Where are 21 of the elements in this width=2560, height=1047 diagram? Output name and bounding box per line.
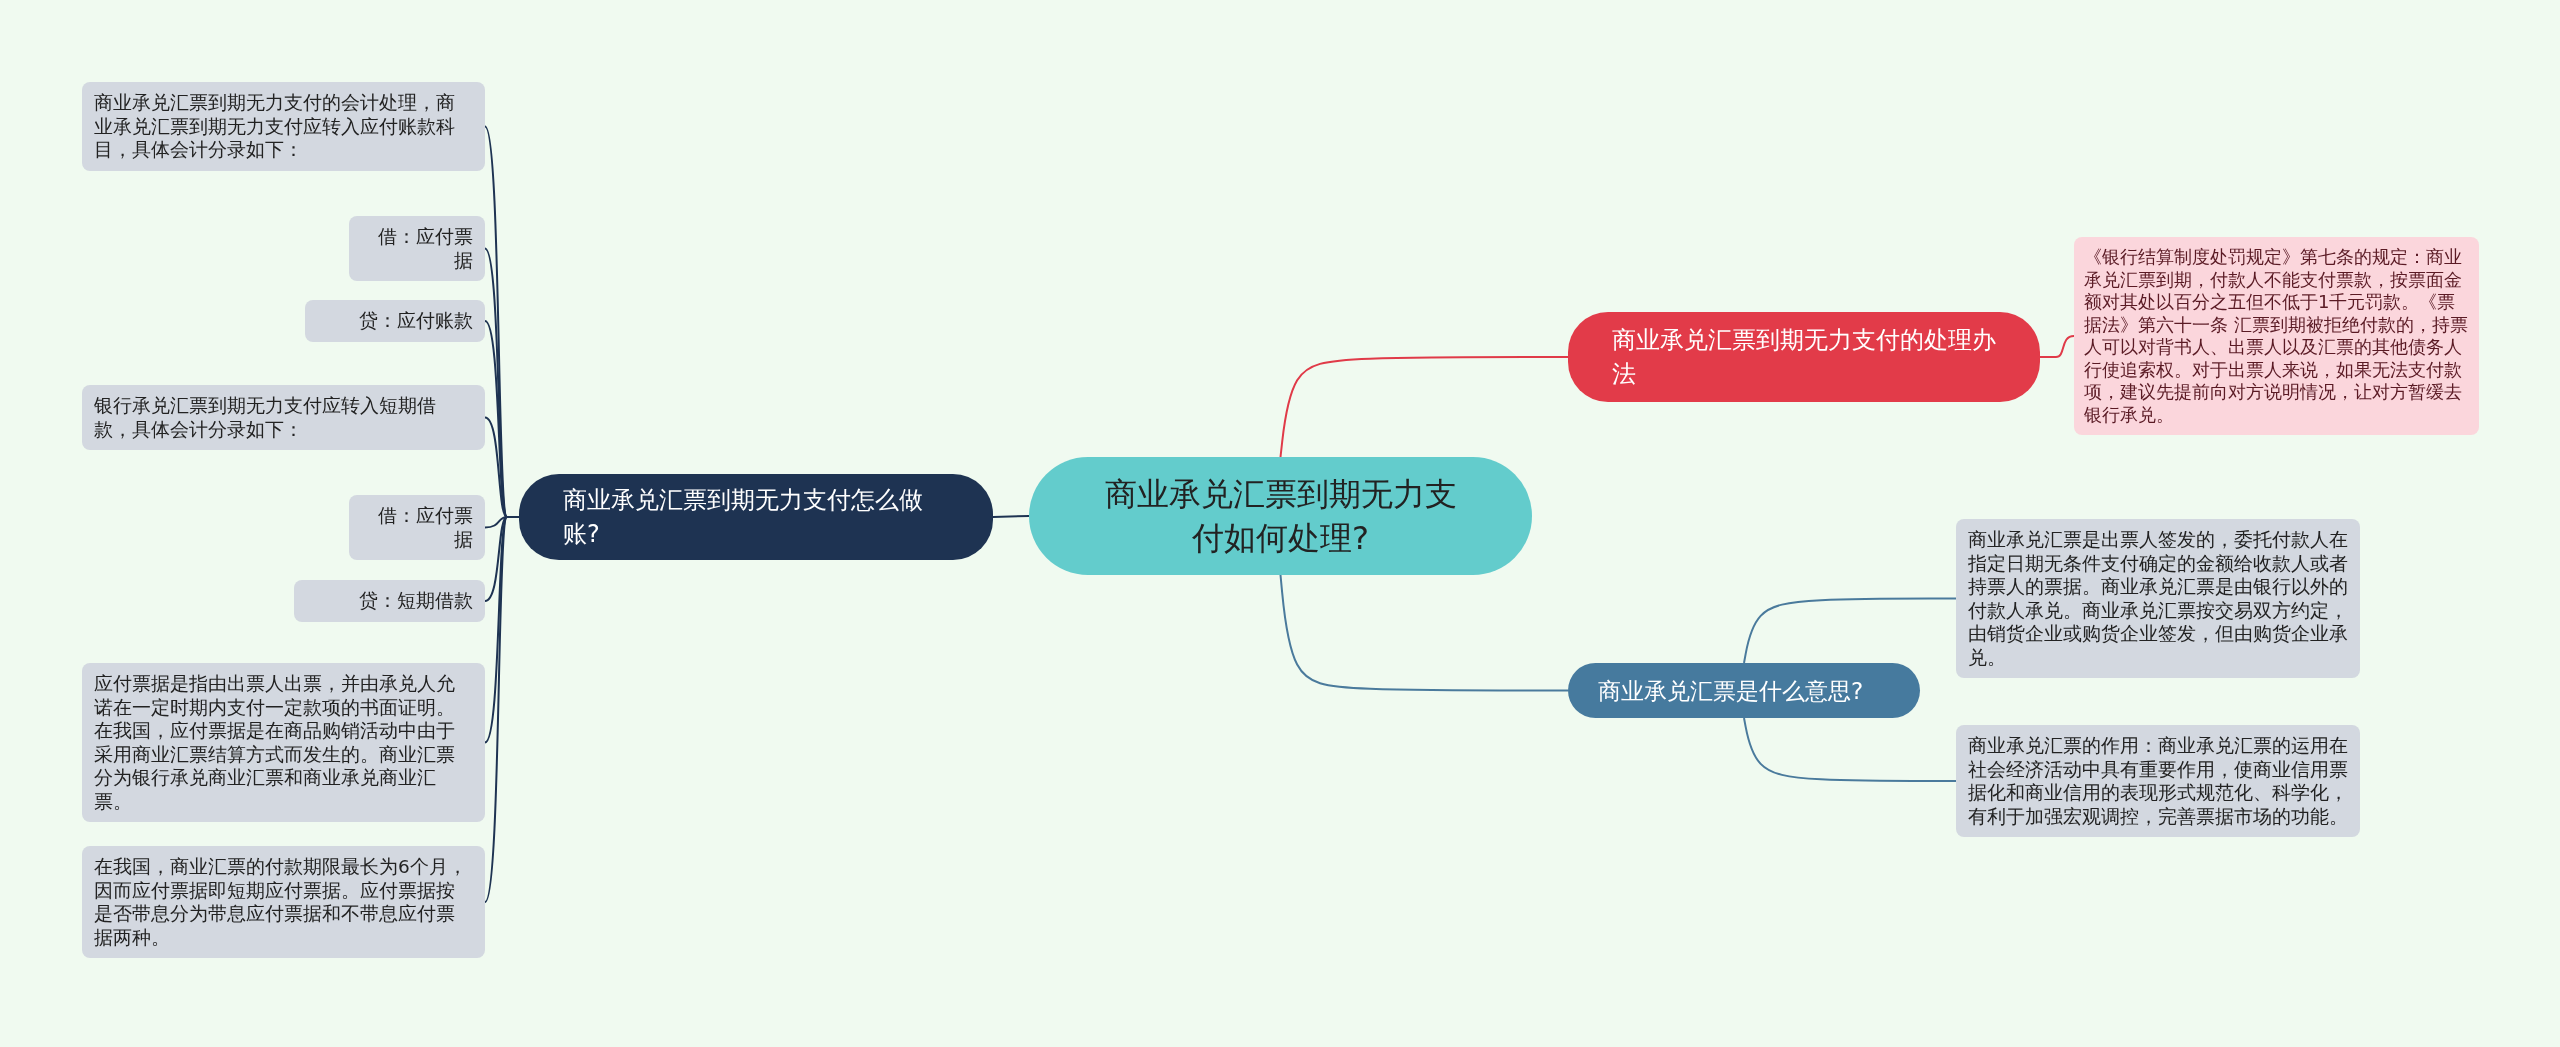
branch-topic: 商业承兑汇票到期无力支付的处理办法 xyxy=(1568,312,2040,402)
connector-line xyxy=(1743,717,1957,782)
note-card: 应付票据是指由出票人出票，并由承兑人允诺在一定时期内支付一定款项的书面证明。在我国，应付票据是在商品购销活动中由于采用商业汇票结算方式而发生的。商业汇票分为银行承兑商业汇票和商业承兑商业汇票。 xyxy=(82,663,485,822)
note-card: 在我国，商业汇票的付款期限最长为6个月，因而应付票据即短期应付票据。应付票据按是否带息分为带息应付票据和不带息应付票据两种。 xyxy=(82,846,485,958)
connector-line xyxy=(2039,335,2075,358)
note-card: 商业承兑汇票的作用：商业承兑汇票的运用在社会经济活动中具有重要作用，使商业信用票据化和商业信用的表现形式规范化、科学化，有利于加强宏观调控，完善票据市场的功能。 xyxy=(1956,725,2360,837)
note-card: 《银行结算制度处罚规定》第七条的规定：商业承兑汇票到期，付款人不能支付票款，按票面金额对其处以百分之五但不低于1千元罚款。《票据法》第六十一条 汇票到期被拒绝付款的，持票人可以对背书人、出票人以及汇票的其他债务人行使追索权。对于出票人来说，如果无法支付款项，建议先提前向对方说明情况，让对方暂缓去银行承兑。 xyxy=(2074,237,2479,435)
note-card: 贷：应付账款 xyxy=(305,300,485,342)
note-card: 商业承兑汇票到期无力支付的会计处理，商业承兑汇票到期无力支付应转入应付账款科目，具体会计分录如下： xyxy=(82,82,485,171)
branch-topic: 商业承兑汇票是什么意思? xyxy=(1568,663,1920,718)
note-card: 银行承兑汇票到期无力支付应转入短期借款，具体会计分录如下： xyxy=(82,385,485,450)
branch-topic: 商业承兑汇票到期无力支付怎么做账? xyxy=(519,474,993,560)
connector-line xyxy=(992,515,1030,518)
note-card: 借：应付票据 xyxy=(349,495,485,560)
connector-line xyxy=(1279,574,1569,692)
note-card: 借：应付票据 xyxy=(349,216,485,281)
connector-line xyxy=(1743,597,1957,664)
note-card: 贷：短期借款 xyxy=(294,580,485,622)
connector-line xyxy=(1279,356,1569,458)
note-card: 商业承兑汇票是出票人签发的，委托付款人在指定日期无条件支付确定的金额给收款人或者持票人的票据。商业承兑汇票是由银行以外的付款人承兑。商业承兑汇票按交易双方约定，由销货企业或购货企业签发，但由购货企业承兑。 xyxy=(1956,519,2360,678)
central-topic: 商业承兑汇票到期无力支付如何处理? xyxy=(1029,457,1532,575)
